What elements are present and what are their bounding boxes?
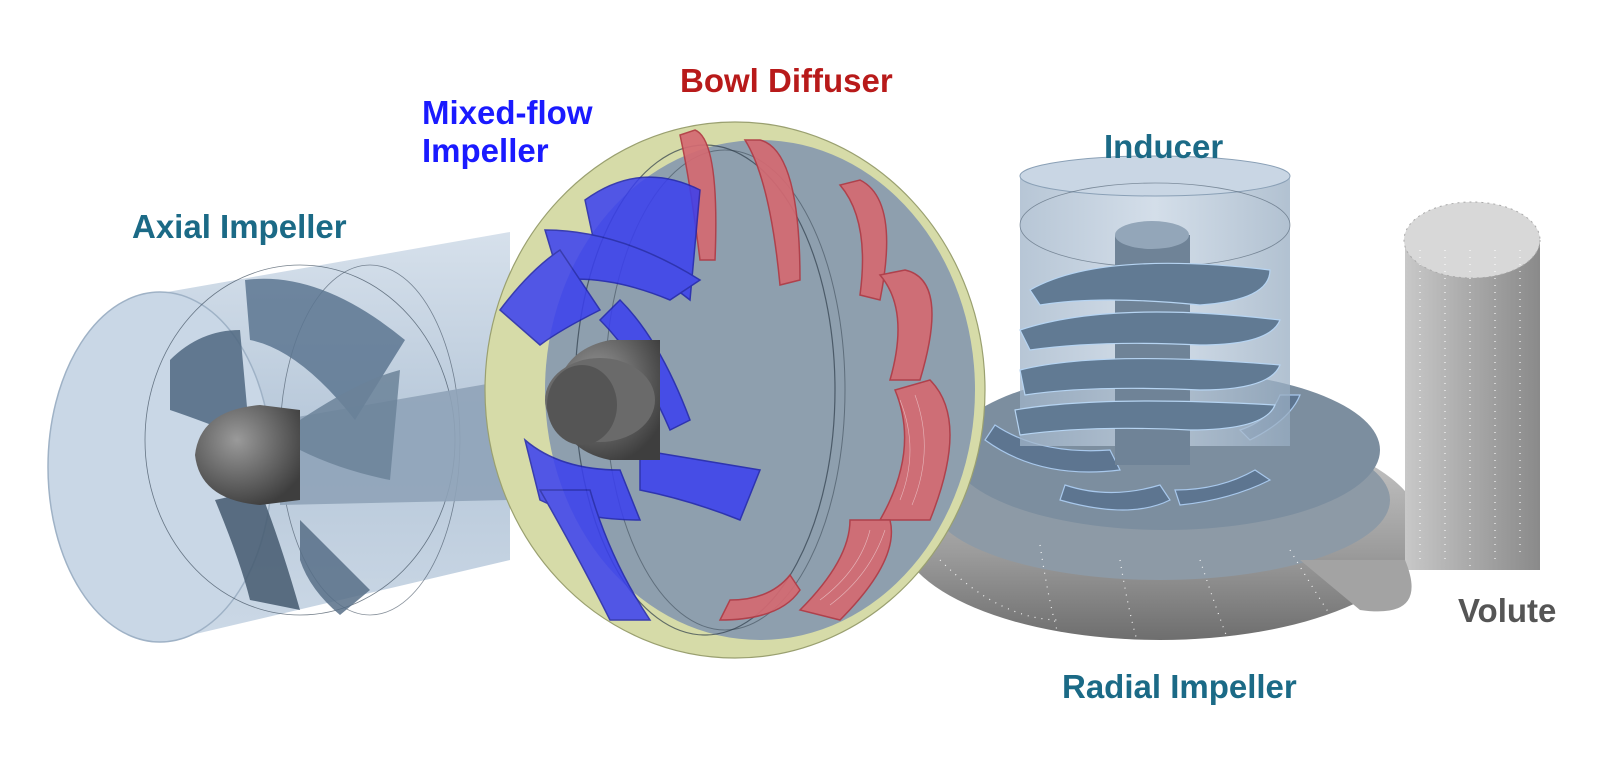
mixed-flow-impeller-assembly: [498, 176, 762, 621]
bowl-diffuser-label: Bowl Diffuser: [680, 62, 893, 99]
axial-impeller-label: Axial Impeller: [132, 208, 347, 245]
inducer-assembly: [1014, 155, 1291, 465]
mixed-flow-impeller-label: Mixed-flow Impeller: [422, 94, 593, 170]
mixed-flow-label-line1: Mixed-flow: [422, 94, 593, 131]
radial-impeller-label: Radial Impeller: [1062, 668, 1297, 705]
mixed-flow-label-line2: Impeller: [422, 131, 549, 169]
inducer-label: Inducer: [1104, 128, 1224, 165]
axial-impeller-assembly: [47, 232, 510, 643]
volute-label: Volute: [1458, 592, 1557, 629]
